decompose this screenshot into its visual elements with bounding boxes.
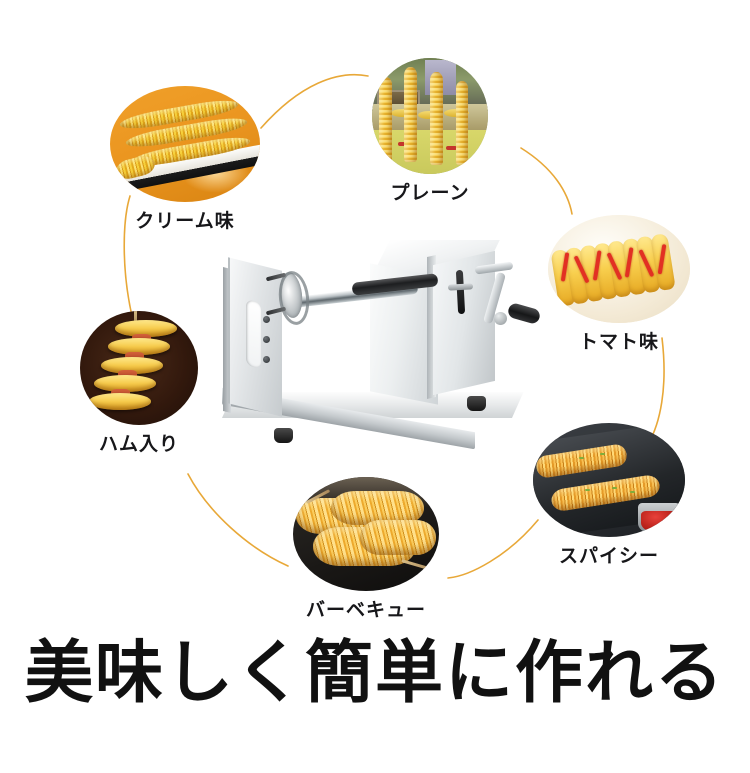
- flavor-bubble-tomato[interactable]: トマト味: [548, 215, 690, 353]
- machine-crank-pivot: [494, 312, 507, 325]
- flavor-label-ham: ハム入り: [98, 434, 180, 455]
- machine-foot: [274, 428, 293, 443]
- machine-rivet: [263, 356, 270, 363]
- spiral-potato-cutter-machine[interactable]: [221, 228, 544, 453]
- machine-rivet: [263, 336, 270, 343]
- flavor-label-bbq: バーベキュー: [305, 600, 427, 621]
- flavor-photo-spicy: [533, 423, 685, 537]
- flavor-bubble-spicy[interactable]: スパイシー: [533, 423, 685, 567]
- arc-cream-to-plain: [260, 73, 369, 129]
- page-headline: 美味しく簡単に作れる: [24, 634, 725, 713]
- flavor-photo-bbq: [293, 477, 439, 591]
- machine-blade-slot: [246, 299, 261, 369]
- arc-spicy-to-bbq: [447, 519, 539, 579]
- arc-ham-to-cream: [123, 195, 133, 317]
- flavor-bubble-ham[interactable]: ハム入り: [80, 311, 198, 455]
- arc-plain-to-tomato: [520, 147, 573, 215]
- flavor-bubble-cream[interactable]: クリーム味: [110, 86, 260, 232]
- arc-bbq-to-ham: [187, 473, 289, 567]
- flavor-bubble-plain[interactable]: プレーン: [372, 58, 488, 204]
- flavor-photo-ham: [80, 311, 198, 425]
- flavor-photo-plain: [372, 58, 488, 174]
- flavor-label-plain: プレーン: [390, 183, 470, 204]
- machine-rivet: [263, 316, 270, 323]
- flavor-label-cream: クリーム味: [135, 211, 235, 232]
- flavor-label-spicy: スパイシー: [558, 546, 660, 567]
- flavor-photo-tomato: [548, 215, 690, 323]
- machine-crank-handle[interactable]: [506, 301, 542, 326]
- flavor-photo-cream: [110, 86, 260, 202]
- machine-foot: [467, 396, 486, 411]
- flavor-label-tomato: トマト味: [578, 332, 660, 353]
- flavor-bubble-bbq[interactable]: バーベキュー: [293, 477, 439, 621]
